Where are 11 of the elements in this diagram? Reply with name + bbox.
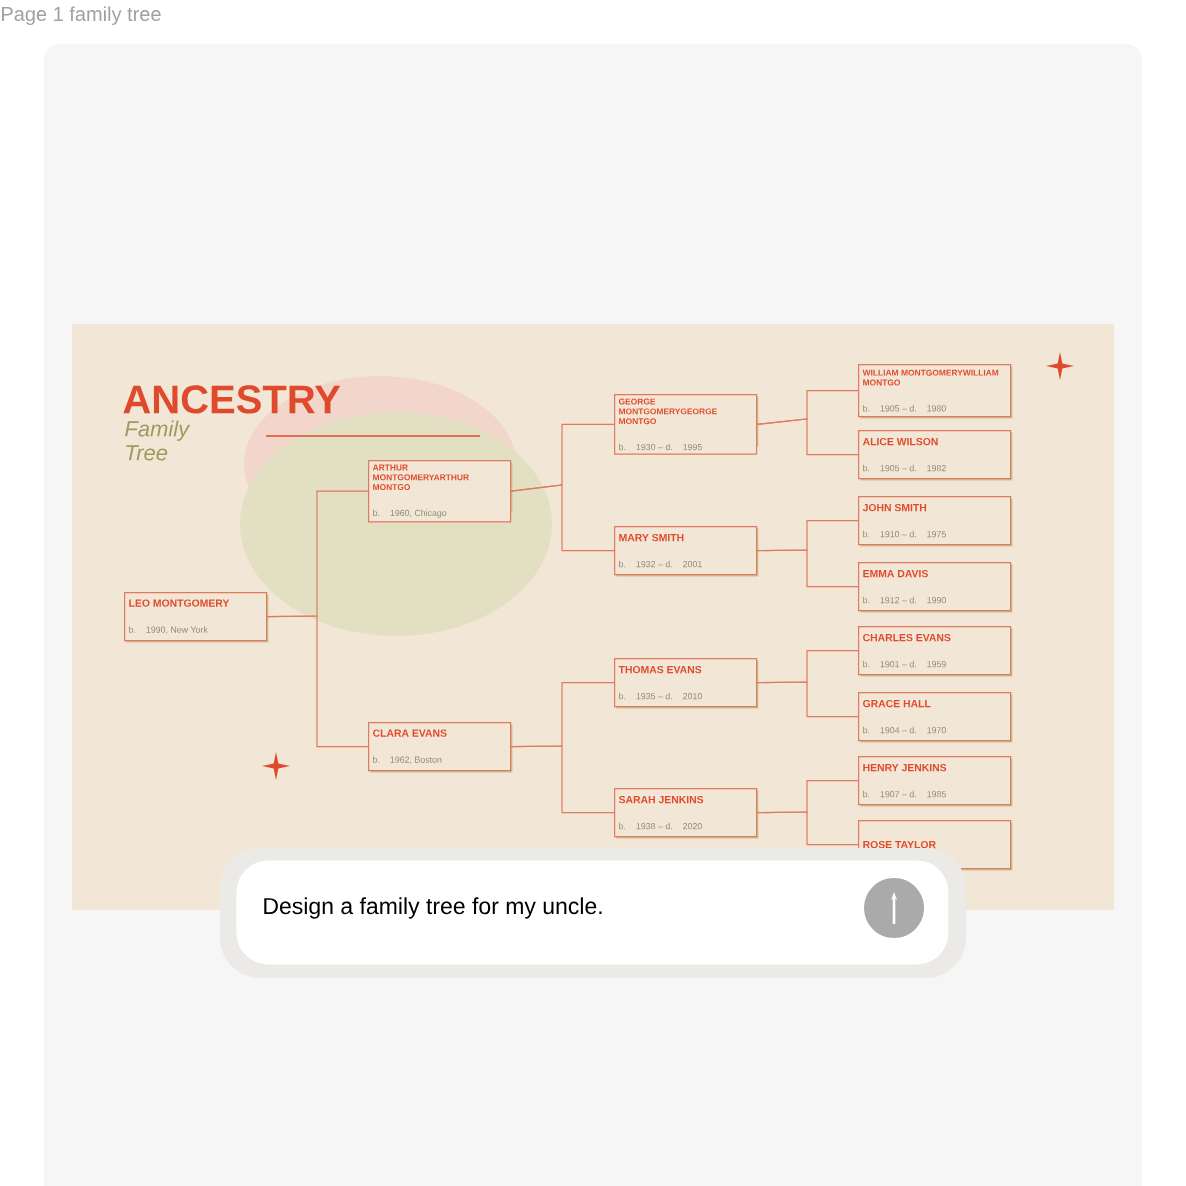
subheading: Family Tree <box>125 420 191 461</box>
connector-line <box>756 549 859 588</box>
heading: ANCESTRY <box>123 385 341 414</box>
prompt-text: Design a family tree for my uncle. <box>264 897 602 919</box>
connector-line <box>510 484 615 552</box>
connector-line <box>756 418 859 456</box>
connector-line <box>756 681 859 718</box>
connector-line <box>266 615 369 748</box>
connector-line <box>756 811 859 846</box>
page-title: Page 1 family tree <box>2 6 161 25</box>
connector-line <box>510 745 615 814</box>
